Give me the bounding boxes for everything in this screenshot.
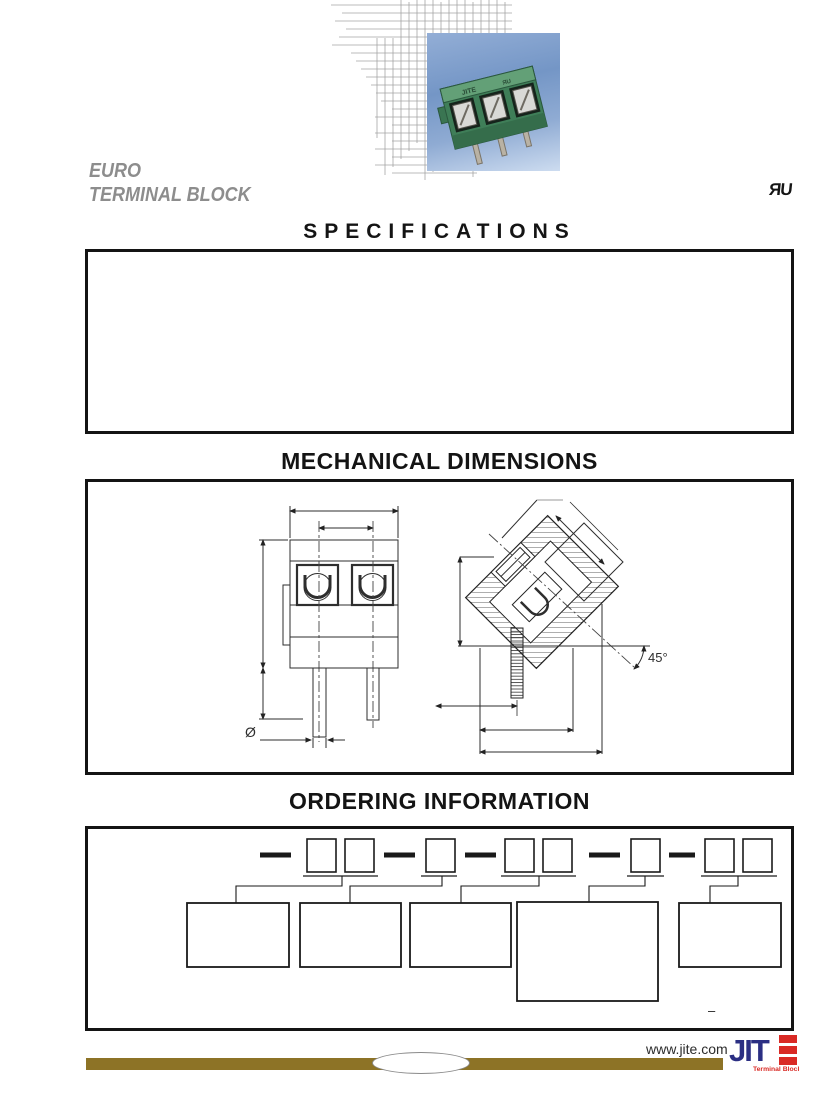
product-title: EURO TERMINAL BLOCK: [89, 159, 251, 207]
front-view-drawing: Ø: [245, 506, 399, 748]
angle-label: 45°: [648, 650, 668, 665]
specifications-box: [85, 249, 794, 434]
ordering-diagram: –: [186, 838, 782, 1018]
mechanical-dimensions-heading: MECHANICAL DIMENSIONS: [281, 448, 598, 474]
block-bottom-face: [451, 112, 548, 150]
block-pin: [471, 143, 483, 165]
ordering-information-heading: ORDERING INFORMATION: [289, 788, 590, 814]
part-number-digit-boxes: [306, 838, 773, 873]
product-title-line1: EURO: [89, 160, 142, 182]
inline-dash: –: [708, 1003, 716, 1018]
jite-logo: JIT Terminal Blocks: [729, 1033, 799, 1073]
mechanical-dimensions-box: [85, 479, 794, 775]
block-pin: [522, 130, 533, 148]
jite-logo-subtitle: Terminal Blocks: [753, 1066, 799, 1073]
ordering-information-box: [85, 826, 794, 1031]
connector-lines: [235, 876, 739, 903]
product-photo: JITE ЯU: [427, 33, 560, 171]
ul-recognized-icon: ЯU: [768, 180, 793, 199]
photo-ul-mark: ЯU: [502, 79, 512, 87]
website-url: www.jite.com: [646, 1041, 728, 1057]
footer-ellipse: [372, 1052, 470, 1074]
block-pin: [497, 136, 508, 157]
diameter-symbol: Ø: [245, 724, 256, 740]
photo-brand-text: JITE: [461, 86, 477, 96]
block-top-face: [439, 65, 537, 104]
product-title-line2: TERMINAL BLOCK: [89, 184, 251, 206]
description-boxes: [186, 901, 782, 1002]
jite-logo-e-bars: [779, 1035, 797, 1065]
section-view-drawing: 45°: [435, 499, 668, 755]
mechanical-drawings: Ø 45°: [245, 499, 668, 755]
jite-logo-letters: JIT: [729, 1033, 770, 1068]
screw-terminals: [448, 82, 541, 133]
terminal-block-illustration: JITE ЯU: [437, 65, 548, 165]
specifications-heading: SPECIFICATIONS: [303, 220, 576, 243]
